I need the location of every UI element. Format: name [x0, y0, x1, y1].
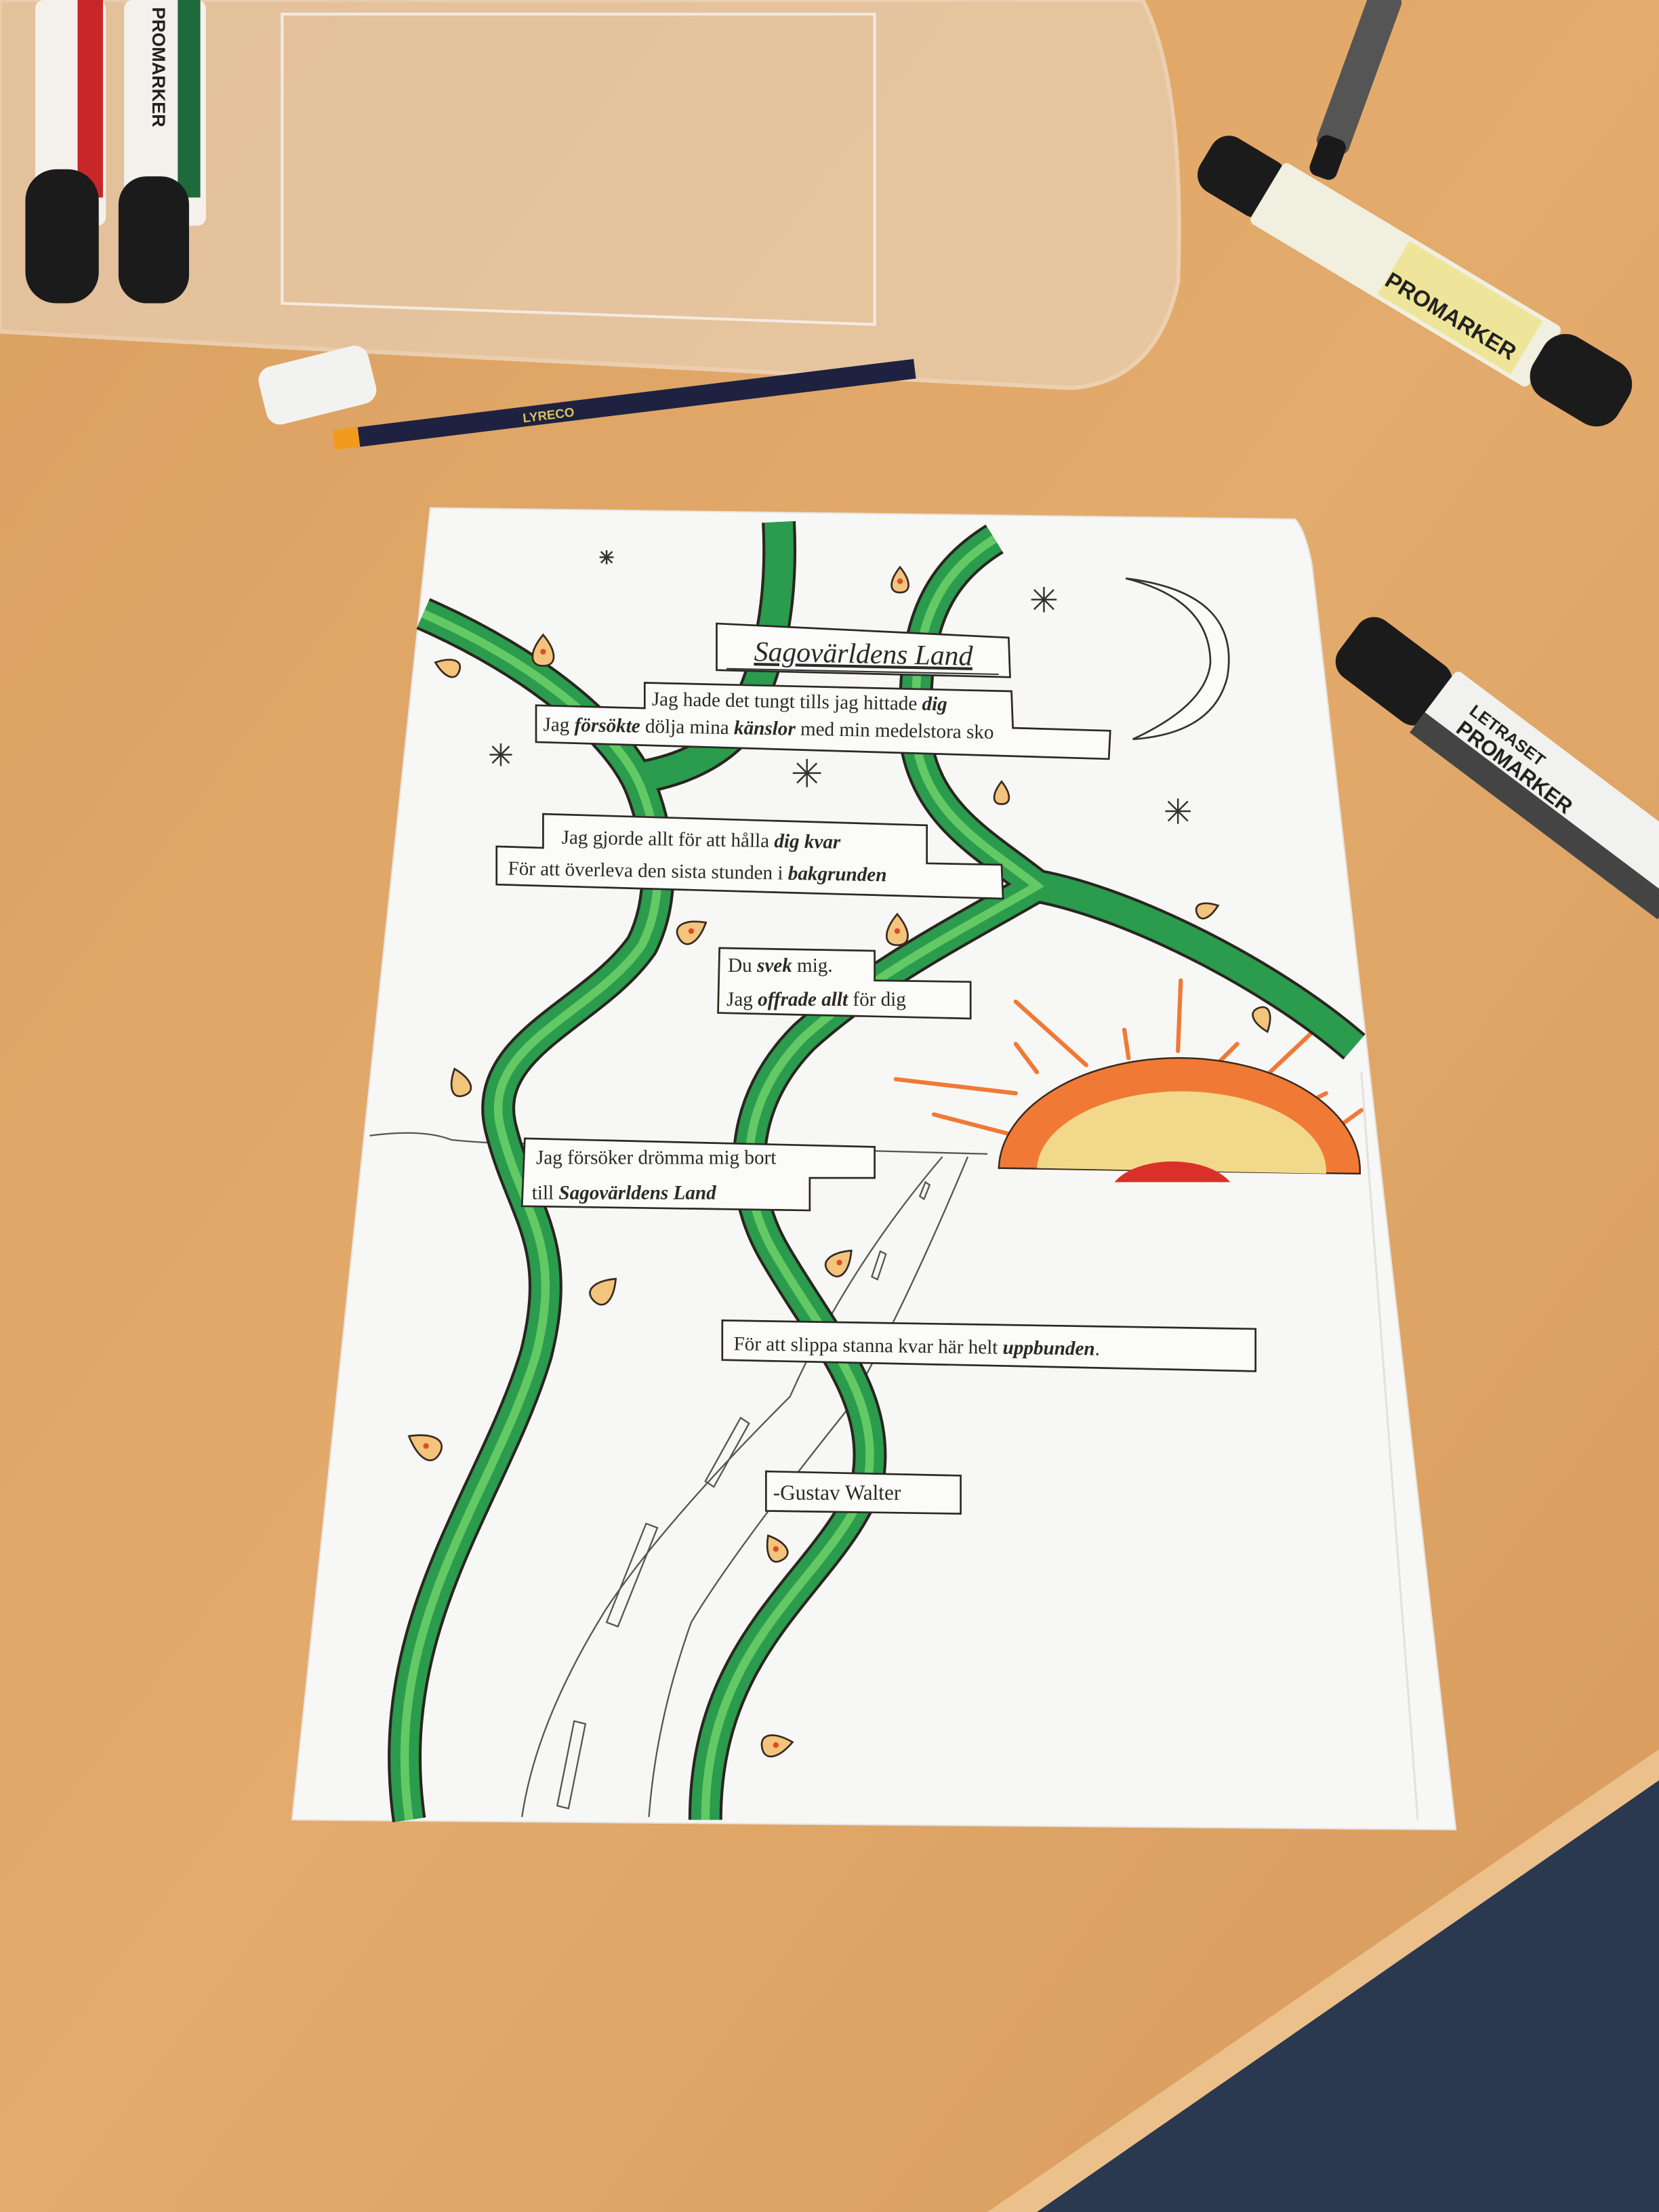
- poem-stanza1-line1: Jag hade det tungt tills jag hittade dig: [652, 689, 947, 716]
- marker-grey: LETRASET PROMARKER: [1335, 617, 1659, 920]
- poem-boxes: [495, 622, 1257, 1515]
- poem-stanza2-line2: För att överleva den sista stunden i bak…: [508, 858, 886, 886]
- marker-green: PROMARKER: [118, 0, 206, 304]
- poem-stanza4-line2: till Sagovärldens Land: [532, 1182, 716, 1204]
- table-edge: [987, 1749, 1659, 2212]
- poem-stanza2-line1: Jag gjorde allt för att hålla dig kvar: [561, 827, 841, 853]
- sun-drawing: [893, 978, 1364, 1183]
- poem-stanza5-line1: För att slippa stanna kvar här helt uppb…: [733, 1333, 1100, 1360]
- stars: [489, 550, 1191, 824]
- poem-stanza4-line1: Jag försöker drömma mig bort: [536, 1147, 776, 1168]
- eraser: [258, 346, 377, 425]
- plastic-tray: [0, 0, 1181, 390]
- moon-drawing: [1125, 577, 1230, 741]
- poem-stanza3-line2: Jag offrade allt för dig: [726, 989, 906, 1010]
- poem-title: Sagovärldens Land: [754, 636, 973, 672]
- marker-red: [25, 0, 106, 304]
- marker-brand-label: PROMARKER: [148, 7, 169, 127]
- pen: [1309, 0, 1402, 180]
- poem-stanza3-line1: Du svek mig.: [728, 955, 833, 977]
- pencil: LYRECO: [332, 359, 916, 450]
- marker-yellow: PROMARKER: [1197, 136, 1633, 427]
- poem: Sagovärldens Land Jag hade det tungt til…: [508, 636, 1100, 1504]
- leaves-drawing: [407, 565, 1271, 1758]
- title-underline: [726, 668, 999, 676]
- poem-author: -Gustav Walter: [773, 1481, 901, 1504]
- poem-stanza1-line2: Jag försökte dölja mina känslor med min …: [543, 714, 994, 743]
- jeans: [1037, 1780, 1659, 2212]
- paper-fold: [1360, 1071, 1419, 1820]
